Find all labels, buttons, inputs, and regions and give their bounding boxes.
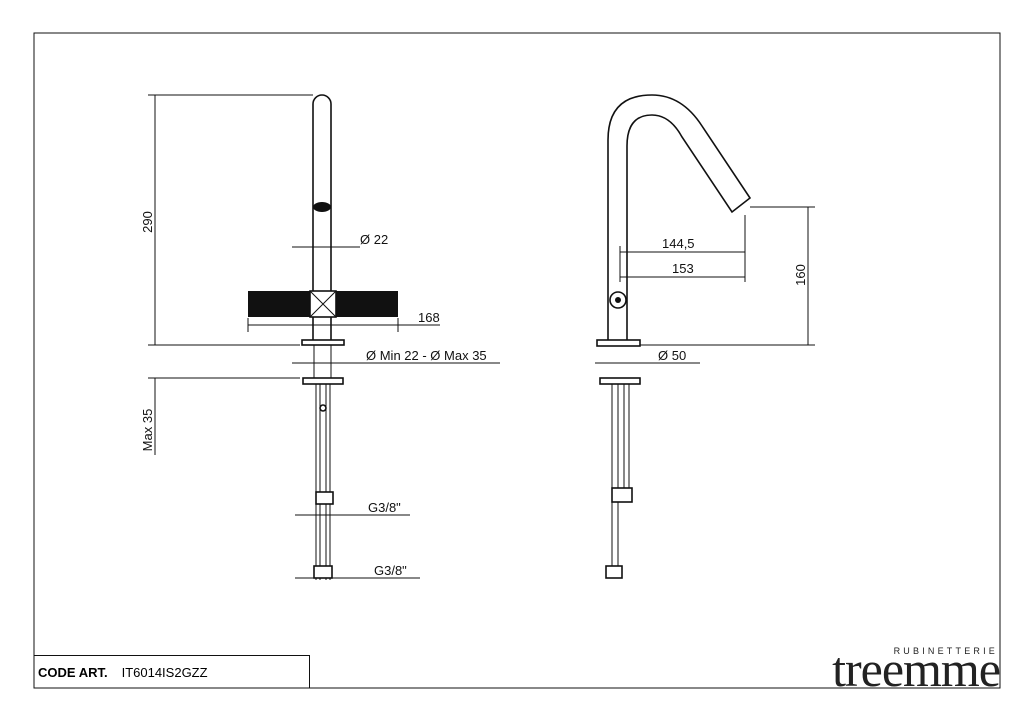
dim-handle-width: 168 — [418, 310, 440, 325]
dim-height: 290 — [140, 211, 155, 233]
dim-connection-1: G3/8" — [368, 500, 401, 515]
right-handle — [336, 291, 398, 317]
dim-deck-thickness: Max 35 — [140, 409, 155, 452]
dim-reach-1: 144,5 — [662, 236, 695, 251]
dim-spout-diameter: Ø 22 — [360, 232, 388, 247]
code-label: CODE ART. — [38, 664, 108, 680]
front-flange — [301, 339, 345, 346]
front-nut — [302, 377, 344, 385]
front-view — [148, 94, 500, 580]
code-value: IT6014IS2GZZ — [121, 664, 208, 680]
side-flange — [596, 339, 641, 347]
aerator-outlet — [313, 202, 331, 212]
logo-subtitle: RUBINETTERIE — [893, 646, 998, 656]
drawing-border — [33, 32, 1001, 689]
front-spout — [312, 94, 332, 340]
dim-hole-diameter: Ø Min 22 - Ø Max 35 — [366, 348, 487, 363]
left-handle — [248, 291, 310, 317]
dim-connection-2: G3/8" — [374, 563, 407, 578]
logo-name: treemme — [832, 641, 1001, 697]
supply-hoses — [315, 384, 331, 580]
title-block: CODE ART. IT6014IS2GZZ — [34, 655, 310, 688]
dim-spout-height: 160 — [793, 264, 808, 286]
side-nut — [599, 377, 641, 385]
side-spout — [607, 94, 752, 340]
side-view — [595, 94, 815, 579]
dim-base-diameter: Ø 50 — [658, 348, 686, 363]
dim-reach-2: 153 — [672, 261, 694, 276]
brand-logo: treemme RUBINETTERIE — [770, 642, 1001, 694]
